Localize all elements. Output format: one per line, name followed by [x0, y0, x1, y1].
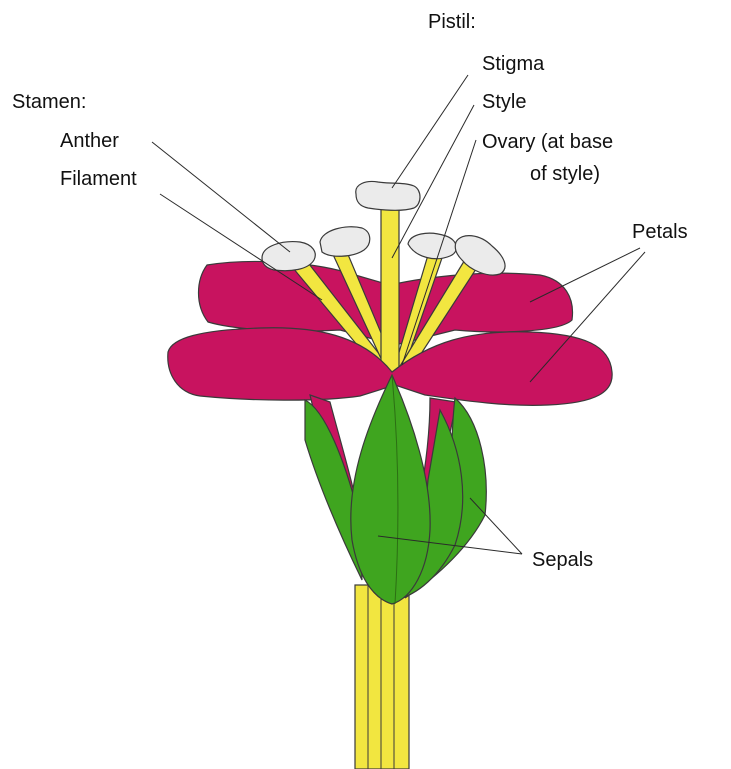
label-anther: Anther: [60, 130, 119, 152]
label-style: Style: [482, 91, 526, 113]
label-filament: Filament: [60, 168, 137, 190]
label-stigma: Stigma: [482, 53, 545, 75]
label-petals: Petals: [632, 221, 688, 243]
label-stamen: Stamen:: [12, 91, 86, 113]
style: [381, 205, 399, 383]
label-sepals: Sepals: [532, 549, 593, 571]
stigma: [356, 182, 420, 211]
stem: [355, 585, 409, 769]
label-ovary-line1: Ovary (at base: [482, 131, 613, 153]
label-pistil: Pistil:: [428, 11, 476, 33]
label-ovary-line2: of style): [530, 163, 600, 185]
